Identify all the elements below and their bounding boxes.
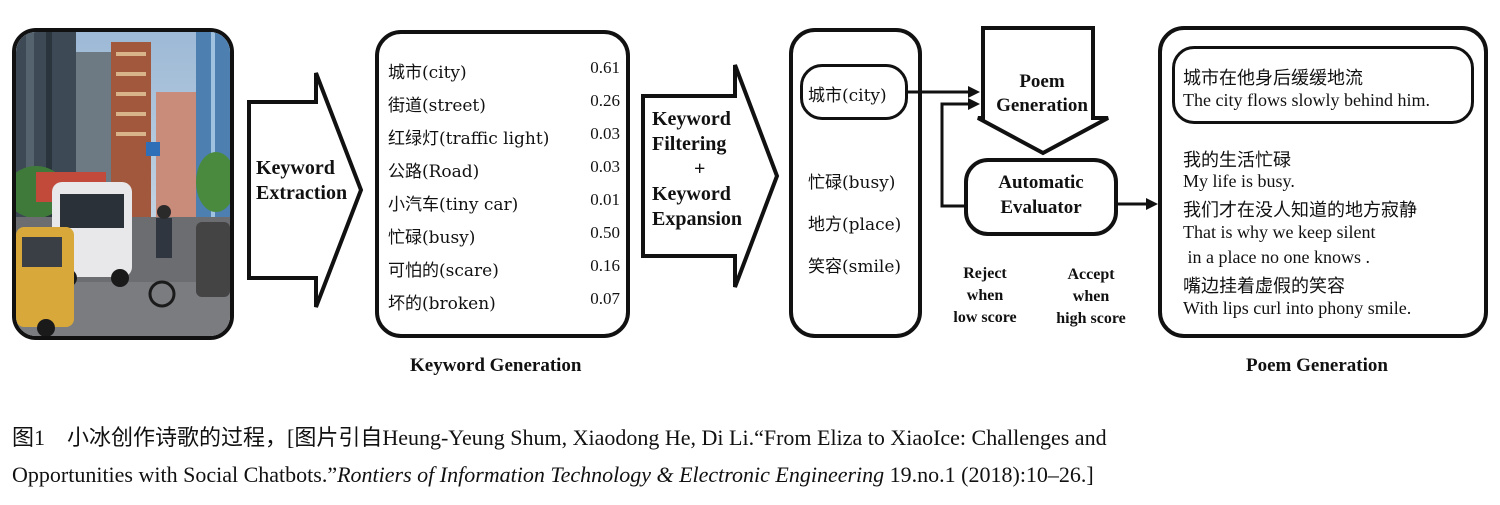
caption-part: 19.no.1 (2018):10–26.] bbox=[884, 462, 1094, 487]
arrow1-line1: Keyword bbox=[256, 157, 335, 179]
keyword-word: 红绿灯(traffic light) bbox=[388, 129, 550, 149]
keyword-score: 0.01 bbox=[590, 190, 620, 209]
accept-line1: Accept bbox=[1067, 266, 1115, 283]
evaluator-line1: Automatic bbox=[998, 172, 1084, 193]
expanded-keyword: 忙碌(busy) bbox=[808, 173, 896, 193]
reject-line2: when bbox=[966, 287, 1004, 304]
caption-journal: Rontiers of Information Technology & Ele… bbox=[337, 462, 885, 487]
keyword-word: 城市(city) bbox=[388, 63, 467, 83]
keyword-score: 0.26 bbox=[590, 91, 620, 110]
keyword-row: 红绿灯(traffic light) 0.03 bbox=[388, 124, 620, 149]
expanded-keyword: 笑容(smile) bbox=[808, 257, 902, 277]
keyword-row: 可怕的(scare) 0.16 bbox=[388, 256, 620, 281]
evaluator-line2: Evaluator bbox=[1000, 197, 1082, 218]
poem-line: That is why we keep silent bbox=[1183, 222, 1376, 242]
keyword-word: 街道(street) bbox=[388, 96, 486, 116]
keyword-row: 小汽车(tiny car) 0.01 bbox=[388, 190, 620, 215]
caption-part: Opportunities with Social Chatbots.” bbox=[12, 462, 338, 487]
keyword-row: 忙碌(busy) 0.50 bbox=[388, 223, 620, 248]
poem-title-cn: 城市在他身后缓缓地流 bbox=[1183, 68, 1363, 88]
arrow2-line5: Expansion bbox=[652, 208, 743, 230]
automatic-evaluator-label: Automatic Evaluator bbox=[964, 170, 1118, 220]
poem-gen-line1: Poem bbox=[1019, 71, 1065, 92]
keyword-score: 0.03 bbox=[590, 157, 620, 176]
poem-generation-arrow bbox=[977, 26, 1109, 156]
poem-title-en: The city flows slowly behind him. bbox=[1183, 90, 1430, 110]
keyword-score: 0.03 bbox=[590, 124, 620, 143]
poem-line: My life is busy. bbox=[1183, 171, 1295, 191]
reject-label: Reject when low score bbox=[940, 263, 1030, 329]
keyword-score: 0.61 bbox=[590, 58, 620, 77]
keyword-extraction-arrow bbox=[247, 72, 364, 308]
keyword-row: 街道(street) 0.26 bbox=[388, 91, 620, 116]
poem-box bbox=[1158, 26, 1488, 338]
keyword-row: 坏的(broken) 0.07 bbox=[388, 289, 620, 314]
arrowhead bbox=[968, 86, 980, 98]
arrowhead bbox=[968, 98, 980, 110]
keyword-generation-label: Keyword Generation bbox=[410, 355, 582, 376]
accept-label: Accept when high score bbox=[1046, 264, 1136, 330]
poem-line: With lips curl into phony smile. bbox=[1183, 298, 1412, 318]
primary-keyword-box bbox=[800, 64, 908, 120]
keyword-word: 可怕的(scare) bbox=[388, 261, 499, 281]
keyword-score: 0.50 bbox=[590, 223, 620, 242]
keyword-score: 0.16 bbox=[590, 256, 620, 275]
keyword-word: 小汽车(tiny car) bbox=[388, 195, 519, 215]
city-street-photo bbox=[12, 28, 234, 340]
city-street-illustration bbox=[16, 32, 230, 336]
keyword-list-box bbox=[375, 30, 630, 338]
poem-title-box bbox=[1172, 46, 1474, 124]
keyword-word: 公路(Road) bbox=[388, 162, 480, 182]
keyword-word: 忙碌(busy) bbox=[388, 228, 476, 248]
arrow2-line4: Keyword bbox=[652, 183, 731, 205]
reject-line3: low score bbox=[953, 309, 1017, 326]
keyword-word: 坏的(broken) bbox=[388, 294, 496, 314]
arrow2-line2: Filtering bbox=[652, 133, 727, 155]
flow-connectors bbox=[908, 86, 1158, 210]
accept-line3: high score bbox=[1056, 310, 1126, 327]
arrow1-line2: Extraction bbox=[256, 182, 348, 204]
figure-caption-line2: Opportunities with Social Chatbots.”Ront… bbox=[12, 462, 1094, 488]
arrowhead bbox=[1146, 198, 1158, 210]
keyword-row: 公路(Road) 0.03 bbox=[388, 157, 620, 182]
accept-line2: when bbox=[1072, 288, 1110, 305]
automatic-evaluator-box bbox=[964, 158, 1118, 236]
arrow2-line1: Keyword bbox=[652, 108, 731, 130]
expanded-keyword: 地方(place) bbox=[808, 215, 902, 235]
arrow2-plus: + bbox=[694, 158, 706, 180]
poem-line: 我的生活忙碌 bbox=[1183, 150, 1291, 170]
keyword-row: 城市(city) 0.61 bbox=[388, 58, 620, 83]
reject-loop-connector bbox=[940, 102, 968, 208]
poem-line: 嘴边挂着虚假的笑容 bbox=[1183, 276, 1345, 296]
keyword-filtering-label: Keyword Filtering + Keyword Expansion bbox=[652, 107, 752, 232]
poem-line: 我们才在没人知道的地方寂静 bbox=[1183, 200, 1417, 220]
poem-gen-line2: Generation bbox=[996, 95, 1088, 116]
poem-line: in a place no one knows . bbox=[1183, 247, 1370, 267]
keyword-score: 0.07 bbox=[590, 289, 620, 308]
poem-generation-label: Poem Generation bbox=[1246, 355, 1388, 376]
primary-keyword: 城市(city) bbox=[808, 86, 887, 106]
figure-caption-line1: 图1 小冰创作诗歌的过程，[图片引自Heung-Yeung Shum, Xiao… bbox=[12, 425, 1107, 450]
keyword-filtering-arrow bbox=[641, 64, 780, 288]
reject-line1: Reject bbox=[963, 265, 1007, 282]
poem-generation-step: Poem Generation bbox=[992, 70, 1092, 118]
keyword-extraction-label: Keyword Extraction bbox=[256, 156, 347, 206]
